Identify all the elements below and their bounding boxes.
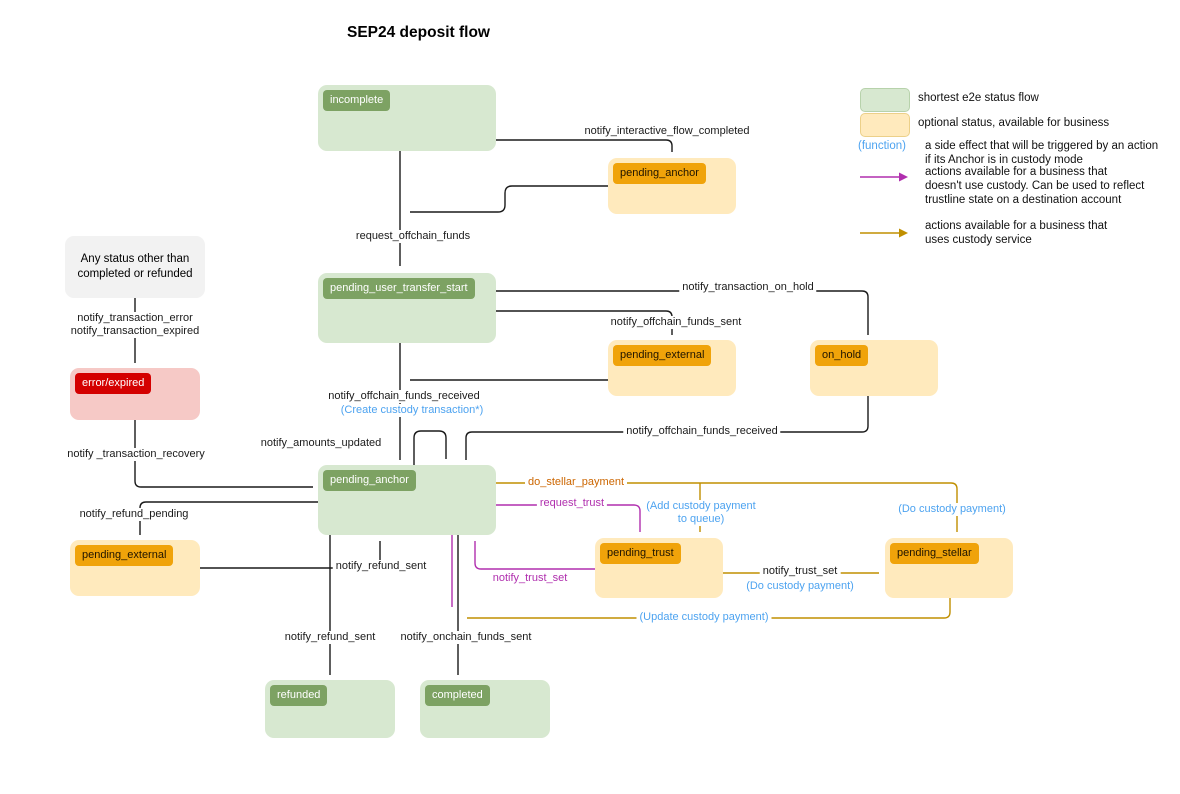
node-refunded: refunded: [265, 680, 395, 738]
edge-notify-transaction-recovery: [134, 420, 313, 488]
legend-function-token: (function): [858, 140, 906, 152]
node-pending-anchor-top: pending_anchor: [608, 158, 736, 214]
edge-label-notify-trust-set-forward: notify_trust_set: [759, 565, 841, 578]
edge-annotation-add-custody-payment: (Add custody payment to queue): [643, 500, 759, 526]
node-any-status: Any status other than completed or refun…: [65, 236, 205, 298]
edge-label-notify-offchain-funds-sent: notify_offchain_funds_sent: [607, 316, 745, 329]
node-pending-user-transfer-start-label: pending_user_transfer_start: [323, 278, 475, 299]
edge-label-notify-transaction-recovery: notify _transaction_recovery: [64, 448, 208, 461]
node-pending-external-top-label: pending_external: [613, 345, 712, 366]
edge-notify-transaction-on-hold: [496, 290, 869, 335]
legend-label-optional-status: optional status, available for business: [918, 117, 1110, 129]
edge-update-custody-payment: [467, 598, 951, 619]
node-pending-external-label: pending_external: [75, 545, 174, 566]
node-completed-label: completed: [425, 685, 490, 706]
legend-magenta-arrow-icon: [860, 172, 908, 182]
node-pending-user-transfer-start: pending_user_transfer_start: [318, 273, 496, 343]
node-error-expired-label: error/expired: [75, 373, 152, 394]
node-pending-external: pending_external: [70, 540, 200, 596]
node-pending-anchor: pending_anchor: [318, 465, 496, 535]
legend-label-side-effect: a side effect that will be triggered by …: [925, 140, 1159, 166]
edge-label-notify-refund-sent: notify_refund_sent: [281, 631, 379, 644]
edge-label-notify-transaction-on-hold: notify_transaction_on_hold: [679, 281, 817, 294]
legend-label-non-custody-actions: actions available for a business that do…: [925, 166, 1145, 206]
node-pending-stellar-label: pending_stellar: [890, 543, 979, 564]
edge-label-do-stellar-payment: do_stellar_payment: [524, 476, 628, 489]
edge-annotation-do-custody-payment-right: (Do custody payment): [895, 503, 1009, 516]
edge-label-notify-transaction-error-expired: notify_transaction_error notify_transact…: [67, 312, 203, 338]
node-error-expired: error/expired: [70, 368, 200, 420]
node-pending-anchor-top-label: pending_anchor: [613, 163, 706, 184]
node-pending-external-top: pending_external: [608, 340, 736, 396]
edge-label-notify-trust-set-return: notify_trust_set: [489, 572, 571, 585]
edge-label-request-trust: request_trust: [536, 497, 608, 510]
diagram-title: SEP24 deposit flow: [347, 24, 490, 41]
node-refunded-label: refunded: [270, 685, 328, 706]
node-completed: completed: [420, 680, 550, 738]
edge-notify-refund-pending: [139, 501, 318, 535]
edge-label-onhold-offchain-funds-received: notify_offchain_funds_received: [623, 425, 781, 438]
legend-label-shortest-flow: shortest e2e status flow: [918, 92, 1039, 104]
edge-label-notify-interactive-flow-completed: notify_interactive_flow_completed: [581, 125, 753, 138]
edge-label-notify-refund-pending: notify_refund_pending: [76, 508, 192, 521]
edge-label-notify-amounts-updated: notify_amounts_updated: [257, 437, 385, 450]
edge-annotation-create-custody-transaction: (Create custody transaction*): [337, 404, 487, 417]
edge-notify-trust-set-return: [474, 541, 595, 570]
node-pending-trust: pending_trust: [595, 538, 723, 598]
edge-notify-interactive-flow-completed: [496, 139, 673, 152]
node-on-hold-label: on_hold: [815, 345, 869, 366]
edge-label-notify-offchain-funds-received: notify_offchain_funds_received: [325, 390, 483, 403]
edge-annotation-update-custody-payment: (Update custody payment): [636, 611, 772, 624]
legend-swatch-green: [860, 88, 910, 112]
edge-request-trust: [496, 504, 641, 532]
node-on-hold: on_hold: [810, 340, 938, 396]
edge-notify-amounts-updated-loop: [413, 430, 447, 465]
node-pending-trust-label: pending_trust: [600, 543, 681, 564]
node-pending-anchor-label: pending_anchor: [323, 470, 416, 491]
edge-label-request-offchain-funds: request_offchain_funds: [352, 230, 474, 243]
edge-do-stellar-payment: [496, 482, 958, 532]
node-pending-stellar: pending_stellar: [885, 538, 1013, 598]
legend-orange-arrow-icon: [860, 228, 908, 238]
legend-label-custody-actions: actions available for a business that us…: [925, 220, 1108, 246]
legend-swatch-yellow: [860, 113, 910, 137]
edge-annotation-do-custody-payment-mid: (Do custody payment): [743, 580, 857, 593]
node-incomplete-label: incomplete: [323, 90, 391, 111]
node-incomplete: incomplete: [318, 85, 496, 151]
edge-pending-anchor-return: [410, 185, 608, 213]
edge-label-notify-refund-sent-return: notify_refund_sent: [332, 560, 430, 573]
edge-label-notify-onchain-funds-sent: notify_onchain_funds_sent: [397, 631, 535, 644]
